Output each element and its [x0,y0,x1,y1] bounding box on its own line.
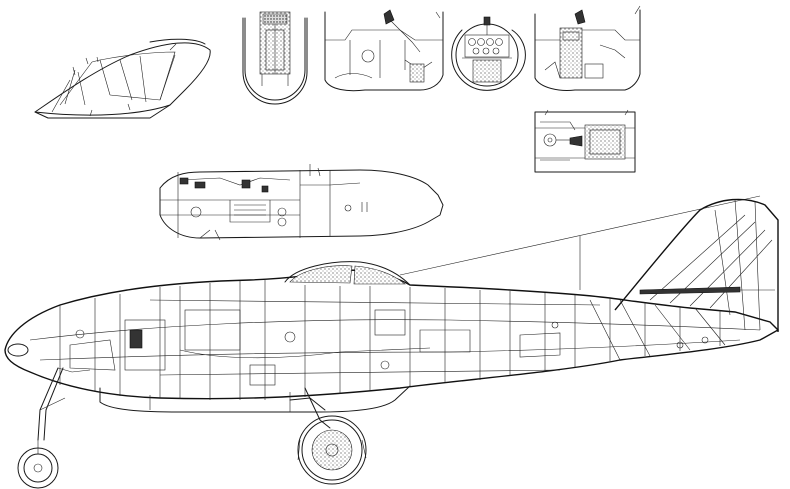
seat-rear-view-detail [242,11,308,105]
canopy-detail [34,38,211,119]
cockpit-opposite-side-detail [534,5,641,91]
instrument-panel-detail [451,16,526,91]
nose-landing-gear [17,367,91,489]
main-fuselage-cutaway [4,195,780,489]
main-landing-gear [289,387,367,485]
canopy-callout-labels [72,43,177,117]
cockpit-plan-view-detail [534,109,636,173]
nose-section-cutaway [159,164,444,241]
cockpit-side-view-detail [324,9,444,92]
